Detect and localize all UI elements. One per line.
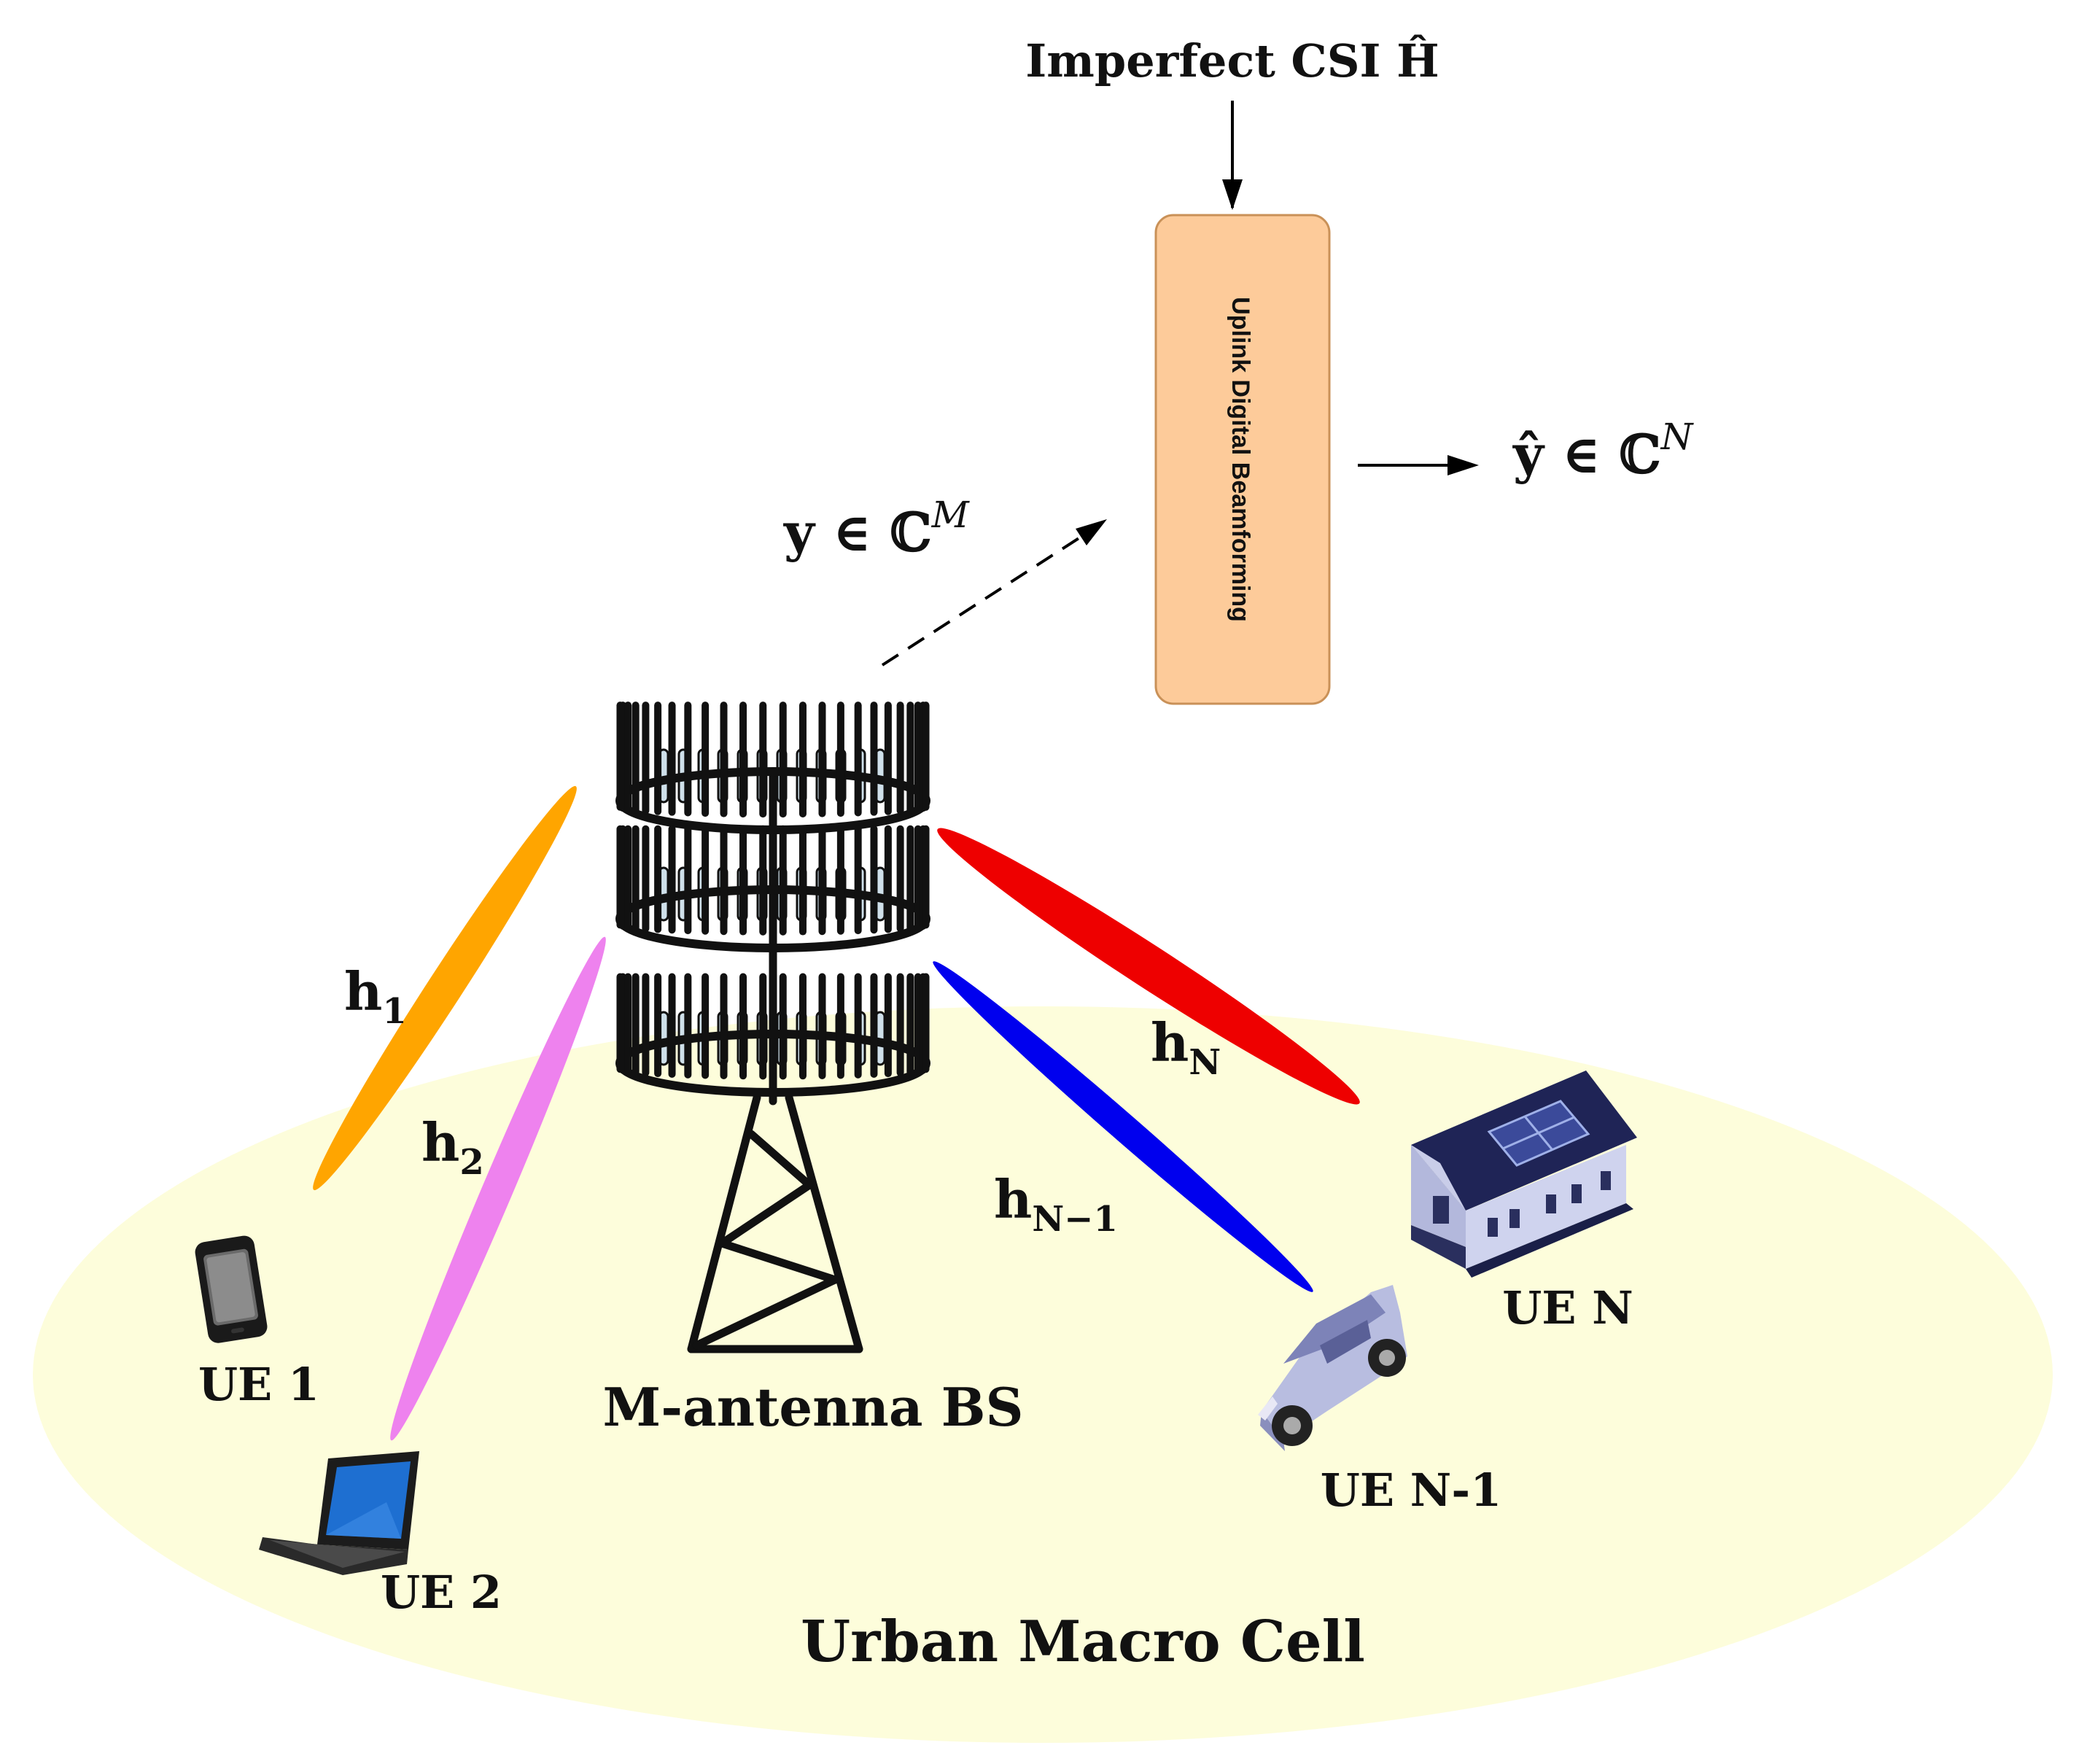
antenna-element: [854, 973, 862, 1079]
antenna-element: [632, 825, 640, 932]
antenna-element: [702, 825, 710, 935]
input-signal-arrow: [881, 529, 1092, 667]
ue-n-label: UE N: [1502, 1281, 1633, 1334]
beamforming-block: [1154, 214, 1331, 705]
antenna-element: [870, 825, 878, 934]
antenna-element: [896, 702, 904, 815]
antenna-element: [720, 973, 728, 1079]
antenna-ring: [615, 973, 930, 1097]
antenna-element: [684, 973, 692, 1079]
channel-beam-n: [937, 828, 1360, 1105]
antenna-element: [836, 973, 844, 1079]
antenna-element: [779, 973, 787, 1080]
channel-label-1: h1: [344, 960, 407, 1032]
antenna-element: [684, 702, 692, 817]
output-signal-label: ŷ ∈ ℂN: [1512, 416, 1695, 485]
antenna-element: [642, 825, 650, 933]
antenna-element: [884, 825, 892, 933]
antenna-element: [779, 825, 787, 936]
antenna-element: [668, 973, 676, 1079]
antenna-element: [654, 702, 662, 815]
antenna-element: [720, 702, 728, 817]
house-icon: [1411, 1071, 1637, 1278]
car-icon: [1258, 1285, 1407, 1451]
antenna-element: [654, 825, 662, 933]
channel-beam-2: [390, 936, 606, 1441]
antenna-array: [615, 702, 930, 1097]
antenna-element: [922, 825, 930, 929]
antenna-element: [798, 702, 807, 817]
ue-n-minus-1-label: UE N-1: [1321, 1464, 1501, 1517]
antenna-element: [906, 702, 914, 814]
channel-beam-1: [313, 785, 577, 1191]
antenna-element: [739, 973, 747, 1080]
antenna-element: [884, 973, 892, 1078]
antenna-element: [624, 973, 632, 1075]
antenna-element: [798, 973, 807, 1080]
antenna-element: [836, 825, 844, 935]
beamforming-block-label: Uplink Digital Beamforming: [1227, 297, 1254, 622]
antenna-element: [818, 973, 826, 1079]
laptop-icon: [259, 1451, 419, 1575]
antenna-element: [854, 702, 862, 817]
cell-label: Urban Macro Cell: [801, 1609, 1365, 1675]
antenna-ring: [615, 702, 930, 834]
antenna-element: [654, 973, 662, 1078]
input-signal-label: y ∈ ℂM: [783, 494, 971, 563]
antenna-element: [702, 702, 710, 817]
antenna-element: [818, 702, 826, 817]
input-signal-arrow-head: [1076, 519, 1107, 545]
antenna-element: [884, 702, 892, 815]
antenna-element: [759, 825, 767, 936]
channel-label-n-minus-1: hN−1: [994, 1168, 1118, 1240]
antenna-element: [668, 702, 676, 816]
antenna-element: [798, 825, 807, 936]
channel-label-n: hN: [1151, 1011, 1221, 1083]
antenna-element: [779, 702, 787, 818]
antenna-element: [684, 825, 692, 935]
antenna-element: [702, 973, 710, 1079]
antenna-element: [624, 702, 632, 813]
antenna-element: [896, 825, 904, 933]
antenna-element: [759, 702, 767, 818]
antenna-element: [624, 825, 632, 930]
antenna-element: [870, 702, 878, 816]
channel-beam-n-minus-1: [933, 961, 1313, 1292]
antenna-element: [906, 825, 914, 932]
ue-2-label: UE 2: [381, 1566, 502, 1619]
channel-label-2: h2: [421, 1111, 484, 1183]
antenna-element: [739, 825, 747, 936]
base-station-label: M-antenna BS: [603, 1376, 1024, 1438]
antenna-element: [870, 973, 878, 1079]
antenna-element: [668, 825, 676, 934]
antenna-element: [720, 825, 728, 936]
antenna-element: [836, 702, 844, 817]
antenna-element: [632, 702, 640, 814]
antenna-element: [642, 702, 650, 815]
smartphone-icon: [195, 1235, 268, 1343]
antenna-element: [896, 973, 904, 1077]
antenna-ring: [615, 825, 930, 952]
antenna-element: [759, 973, 767, 1080]
antenna-element: [632, 973, 640, 1076]
csi-arrow-head: [1222, 179, 1243, 210]
csi-label: Imperfect CSI Ĥ: [1025, 34, 1439, 88]
antenna-element: [922, 702, 930, 811]
antenna-element: [818, 825, 826, 936]
ue-1-label: UE 1: [198, 1358, 319, 1411]
antenna-element: [739, 702, 747, 817]
output-arrow-head: [1447, 455, 1479, 475]
antenna-element: [642, 973, 650, 1077]
antenna-element: [922, 973, 930, 1073]
antenna-element: [906, 973, 914, 1076]
antenna-element: [854, 825, 862, 935]
